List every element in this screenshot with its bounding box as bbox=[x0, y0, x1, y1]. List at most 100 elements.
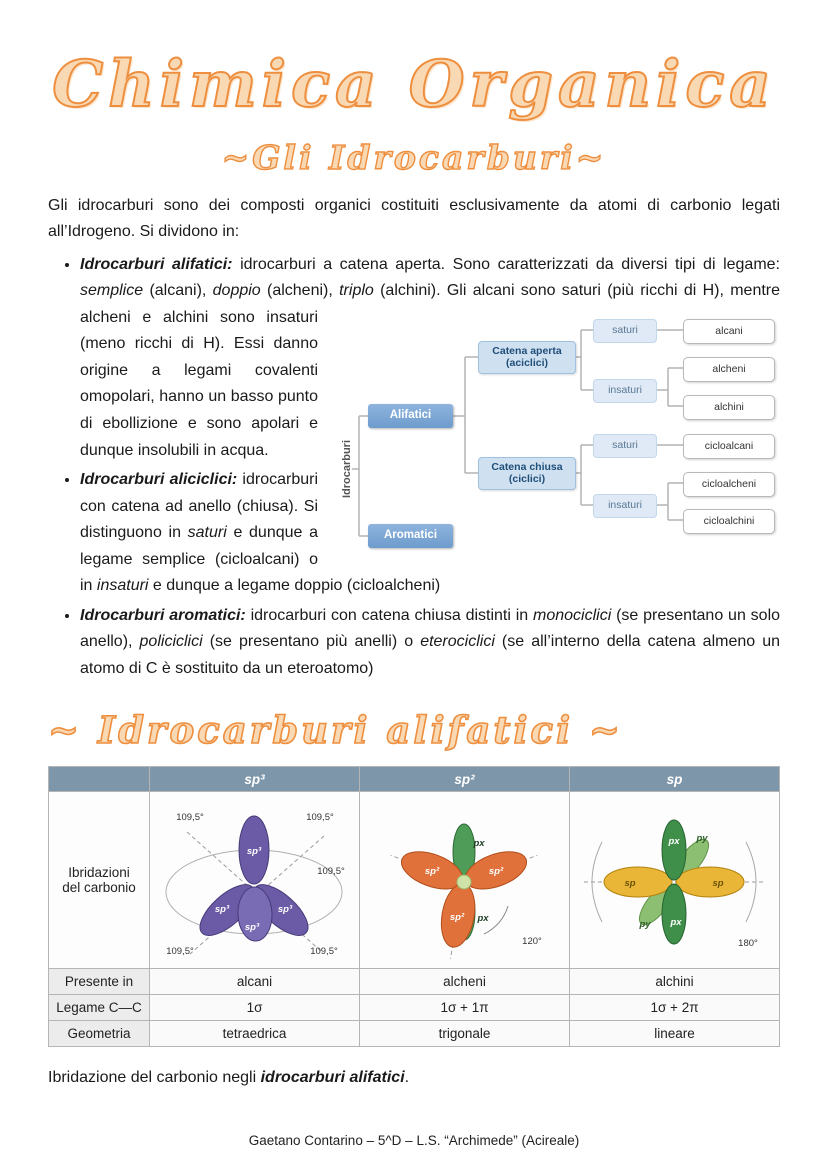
angle-label: 109,5° bbox=[176, 812, 204, 823]
diagram-leaf-alchini: alchini bbox=[683, 394, 775, 420]
caption-text: . bbox=[404, 1069, 410, 1087]
bullet-text: (alcheni), bbox=[260, 282, 340, 300]
diagram-node-line: Catena aperta bbox=[492, 344, 562, 357]
sp2-lobe-label: sp² bbox=[425, 866, 440, 877]
bullet-italic: saturi bbox=[187, 524, 227, 542]
bullet-aromatici: Idrocarburi aromatici: idrocarburi con c… bbox=[80, 603, 780, 683]
sp-orbital-cell: px py py px sp sp 180° bbox=[569, 791, 780, 970]
table-cell: 1σ bbox=[149, 994, 360, 1022]
row-label: Legame C—C bbox=[48, 994, 150, 1022]
sp2-lobes bbox=[400, 851, 528, 949]
table-header-row: sp³ sp² sp bbox=[48, 766, 780, 793]
diagram-leaf-alcheni: alcheni bbox=[683, 356, 775, 382]
diagram-node-alifatici: Alifatici bbox=[368, 403, 453, 428]
caption-text: Ibridazione del carbonio negli bbox=[48, 1069, 261, 1087]
p-orbital-label: px bbox=[472, 838, 485, 849]
col-header-sp2: sp² bbox=[359, 766, 570, 793]
angle-label: 109,5° bbox=[317, 866, 345, 877]
diagram-node-saturi-1: saturi bbox=[593, 318, 657, 343]
bullet-italic: semplice bbox=[80, 282, 144, 300]
table-corner-cell bbox=[48, 766, 150, 793]
bullet-text: idrocarburi a catena aperta. Sono caratt… bbox=[232, 255, 781, 273]
table-cell: trigonale bbox=[359, 1020, 570, 1048]
table-row-geometria: Geometria tetraedrica trigonale lineare bbox=[48, 1020, 780, 1048]
diagram-node-aromatici: Aromatici bbox=[368, 523, 453, 548]
sp3-angle-labels: 109,5° 109,5° 109,5° 109,5° 109,5° bbox=[166, 812, 345, 957]
angle-label: 180° bbox=[738, 938, 758, 949]
table-cell: tetraedrica bbox=[149, 1020, 360, 1048]
bullet-term: Idrocarburi aliciclici: bbox=[80, 471, 238, 489]
sp2-lobe-label: sp² bbox=[489, 866, 504, 877]
sp2-p-labels: px px bbox=[472, 838, 489, 924]
bullet-text: (se presentano più anelli) o bbox=[202, 633, 421, 651]
col-header-sp: sp bbox=[569, 766, 780, 793]
table-cell: alcani bbox=[149, 968, 360, 996]
sp-orbital-diagram: px py py px sp sp 180° bbox=[584, 819, 764, 949]
angle-label: 109,5° bbox=[306, 812, 334, 823]
diagram-leaf-alcani: alcani bbox=[683, 318, 775, 344]
bullet-italic: insaturi bbox=[96, 577, 149, 595]
diagram-node-catena-aperta: Catena aperta(aciclici) bbox=[478, 340, 576, 374]
sp-px-lobes bbox=[661, 819, 687, 945]
sp2-orbital-cell: sp² sp² sp² px px 120° bbox=[359, 791, 570, 970]
sp3-orbital-diagram: sp³ sp³ sp³ sp³ 109,5° 109,5° 109,5° 109… bbox=[165, 812, 345, 957]
page-title: Chimica Organica bbox=[51, 47, 776, 122]
bullet-text: e dunque a legame semplice (cicloalcani)… bbox=[80, 524, 318, 595]
diagram-node-catena-chiusa: Catena chiusa(ciclici) bbox=[478, 456, 576, 490]
diagram-leaf-cicloalcani: cicloalcani bbox=[683, 433, 775, 459]
bullet-text: (se presentano un solo anello), bbox=[80, 606, 781, 651]
angle-label: 120° bbox=[522, 936, 542, 947]
p-orbital-label: px bbox=[476, 913, 489, 924]
section-title-idrocarburi: ~Gli Idrocarburi~ bbox=[221, 137, 607, 177]
bullet-italic: monociclici bbox=[533, 606, 612, 624]
sp-orbital-labels: px py py px sp sp bbox=[624, 833, 723, 930]
sp-lobes bbox=[603, 866, 745, 898]
caption-bold-text: idrocarburi alifatici bbox=[260, 1069, 405, 1087]
row-label: Presente in bbox=[48, 968, 150, 996]
classification-diagram: Idrocarburi Alifatici Aromatici Catena a… bbox=[328, 309, 780, 567]
sp2-lobe-labels: sp² sp² sp² bbox=[425, 866, 504, 923]
col-header-sp3: sp³ bbox=[149, 766, 360, 793]
sp-lobe-label: sp bbox=[624, 878, 635, 889]
diagram-node-line: (aciclici) bbox=[505, 357, 549, 370]
bullet-text: (alcani), bbox=[143, 282, 213, 300]
bullet-term: Idrocarburi alifatici: bbox=[80, 255, 233, 273]
orbital-image-row: Ibridazioni del carbonio sp³ sp³ bbox=[48, 791, 780, 970]
diagram-leaf-cicloalchini: cicloalchini bbox=[683, 508, 775, 534]
angle-label: 109,5° bbox=[166, 946, 194, 957]
bullet-text: (alchini). Gli alcani sono saturi (più bbox=[373, 282, 641, 300]
bullet-text: ricchi di H), mentre alcheni e alchini s… bbox=[80, 282, 781, 459]
row-label-ibridazioni: Ibridazioni del carbonio bbox=[48, 791, 150, 970]
bullet-italic: doppio bbox=[212, 282, 261, 300]
bullet-list: Idrocarburi alifatici: idrocarburi a cat… bbox=[48, 252, 780, 683]
sp3-lobe-label: sp³ bbox=[215, 904, 230, 915]
diagram-node-insaturi-1: insaturi bbox=[593, 378, 657, 403]
p-orbital-label: py bbox=[695, 833, 708, 844]
sp2-orbital-diagram: sp² sp² sp² px px 120° bbox=[390, 823, 542, 960]
table-row-presente-in: Presente in alcani alcheni alchini bbox=[48, 968, 780, 996]
sp3-lobes bbox=[199, 815, 309, 942]
bullet-alifatici: Idrocarburi alifatici: idrocarburi a cat… bbox=[80, 252, 781, 548]
bullet-text: e dunque a legame doppio (cicloalcheni) bbox=[148, 577, 441, 595]
diagram-node-line: Catena chiusa bbox=[491, 460, 563, 473]
table-cell: 1σ + 1π bbox=[359, 994, 570, 1022]
p-orbital-label: px bbox=[667, 836, 680, 847]
bullet-italic: policiclici bbox=[139, 633, 203, 651]
bullet-italic: eterociclici bbox=[420, 633, 495, 651]
sp-lobe-label: sp bbox=[712, 878, 723, 889]
p-orbital-label: py bbox=[638, 919, 651, 930]
table-cell: alchini bbox=[569, 968, 780, 996]
sp3-lobe-label: sp³ bbox=[278, 904, 293, 915]
angle-label: 109,5° bbox=[310, 946, 338, 957]
bullet-text: idrocarburi con catena chiusa distinti i… bbox=[245, 606, 534, 624]
table-row-legame: Legame C—C 1σ 1σ + 1π 1σ + 2π bbox=[48, 994, 780, 1022]
bullet-text: idrocarburi con catena ad anello (chiusa… bbox=[80, 471, 318, 542]
sp3-lobe-labels: sp³ sp³ sp³ sp³ bbox=[215, 846, 293, 933]
table-cell: alcheni bbox=[359, 968, 570, 996]
diagram-leaf-cicloalcheni: cicloalcheni bbox=[683, 471, 775, 497]
row-label: Geometria bbox=[48, 1020, 150, 1048]
bullet-term: Idrocarburi aromatici: bbox=[80, 606, 246, 624]
sp3-orbital-cell: sp³ sp³ sp³ sp³ 109,5° 109,5° 109,5° 109… bbox=[149, 791, 360, 970]
table-cell: 1σ + 2π bbox=[569, 994, 780, 1022]
